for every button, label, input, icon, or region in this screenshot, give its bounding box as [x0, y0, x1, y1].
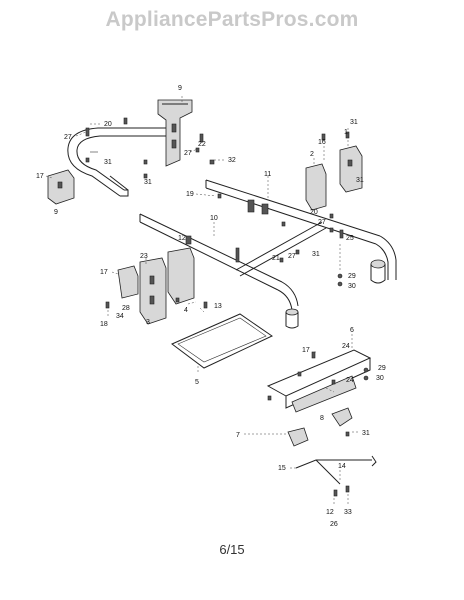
side-plate-3 — [139, 257, 167, 325]
front-bumper-tube — [67, 127, 168, 197]
callout-7: 7 — [236, 432, 240, 439]
callout-27: 27 — [64, 134, 72, 141]
callout-31: 31 — [350, 119, 358, 126]
callout-4: 4 — [184, 307, 188, 314]
frame-rail-10 — [139, 213, 299, 329]
callout-12: 12 — [326, 509, 334, 516]
callout-20: 20 — [104, 121, 112, 128]
callout-9: 9 — [178, 85, 182, 92]
callout-10: 10 — [210, 215, 218, 222]
cross-tube — [235, 221, 327, 277]
callout-22: 22 — [198, 141, 206, 148]
callout-20: 20 — [310, 209, 318, 216]
callout-30: 30 — [376, 375, 384, 382]
callout-11: 11 — [264, 171, 271, 178]
callout-14: 14 — [338, 463, 346, 470]
callout-31: 31 — [312, 251, 320, 258]
callout-24: 24 — [346, 377, 354, 384]
frame-rail-11 — [205, 179, 397, 284]
bracket-1 — [339, 145, 363, 193]
callout-15: 15 — [278, 465, 286, 472]
callout-3: 3 — [146, 319, 150, 326]
callout-32: 32 — [228, 157, 236, 164]
callout-31: 31 — [356, 177, 364, 184]
callout-1: 1 — [344, 129, 348, 136]
bracket-8 — [331, 407, 353, 427]
callout-28: 28 — [122, 305, 130, 312]
hardware-fasteners — [85, 117, 369, 497]
callout-27: 27 — [184, 150, 192, 157]
callout-6: 6 — [350, 327, 354, 334]
leader-lines — [45, 96, 360, 504]
callout-labels: 9 20 27 27 22 31 31 17 9 32 19 11 1 31 1… — [36, 85, 386, 528]
callout-19: 19 — [186, 191, 194, 198]
callout-16: 16 — [318, 139, 326, 146]
callout-17: 17 — [36, 173, 44, 180]
callout-30: 30 — [348, 283, 356, 290]
callout-24: 24 — [342, 343, 350, 350]
rod-15 — [295, 455, 377, 485]
callout-23: 23 — [140, 253, 148, 260]
callout-31: 31 — [104, 159, 112, 166]
callout-31: 31 — [144, 179, 152, 186]
callout-26: 26 — [330, 521, 338, 528]
callout-5: 5 — [195, 379, 199, 386]
callout-33: 33 — [344, 509, 352, 516]
callout-21: 21 — [272, 255, 280, 262]
callout-18: 18 — [100, 321, 108, 328]
callout-25: 25 — [346, 235, 354, 242]
callout-29: 29 — [348, 273, 356, 280]
bracket-9-top — [157, 99, 193, 167]
watermark-logo-text: AppliancePartsPros.com — [105, 8, 359, 31]
callout-9: 9 — [54, 209, 58, 216]
callout-31: 31 — [362, 430, 370, 437]
callout-27: 27 — [318, 219, 326, 226]
callout-27: 27 — [288, 253, 296, 260]
callout-17: 17 — [100, 269, 108, 276]
hitch-bracket-6 — [266, 349, 372, 413]
bracket-17-left — [117, 265, 139, 299]
callout-13: 13 — [214, 303, 222, 310]
page-number: 6/15 — [219, 542, 245, 557]
bracket-9-left — [47, 169, 75, 205]
callout-8: 8 — [320, 415, 324, 422]
callout-17: 17 — [302, 347, 310, 354]
callout-29: 29 — [378, 365, 386, 372]
bracket-16 — [305, 163, 327, 211]
deck-plate-5 — [171, 313, 274, 369]
side-plate-4 — [167, 247, 195, 305]
callout-34: 34 — [116, 313, 124, 320]
bracket-7 — [287, 427, 309, 447]
callout-12: 12 — [178, 235, 186, 242]
callout-2: 2 — [310, 151, 314, 158]
